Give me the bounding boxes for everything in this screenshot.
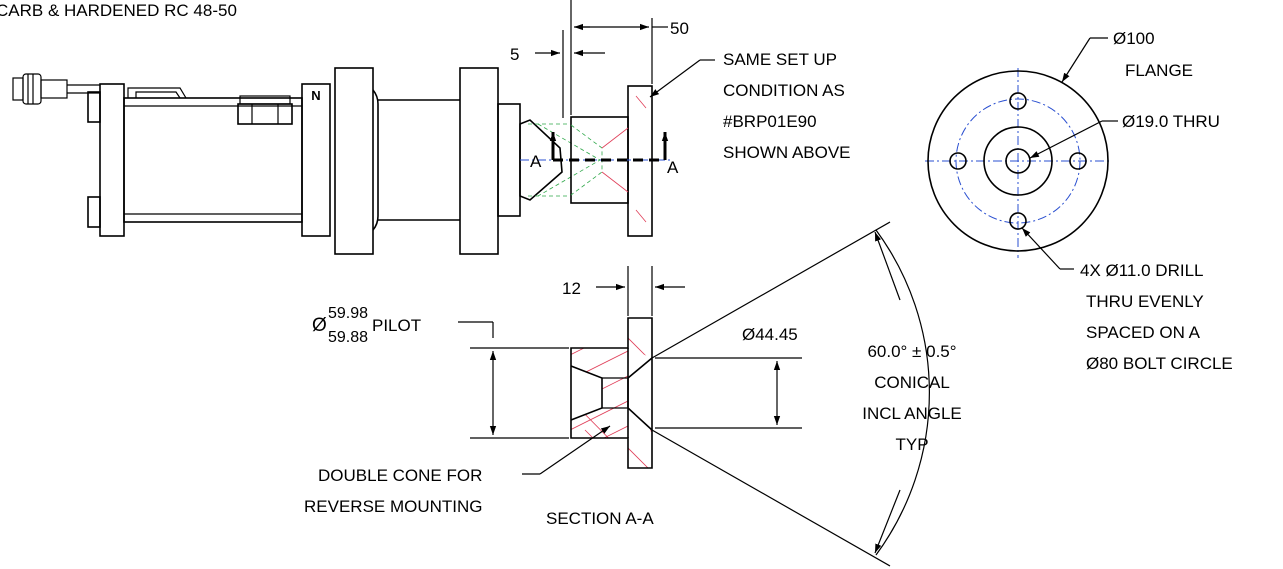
flange-note: Ø100 FLANGE bbox=[1061, 29, 1193, 83]
drill-line-1: 4X Ø11.0 DRILL bbox=[1080, 261, 1203, 280]
angle-line-1: 60.0° ± 0.5° bbox=[867, 342, 956, 361]
section-title: SECTION A-A bbox=[546, 509, 654, 528]
section-view bbox=[570, 317, 653, 469]
flange-line-2: FLANGE bbox=[1125, 61, 1193, 80]
dimension-5: 5 bbox=[510, 30, 605, 118]
cylinder-assembly: N A A bbox=[12, 67, 679, 255]
double-cone-line-2: REVERSE MOUNTING bbox=[304, 497, 483, 516]
part-label: N bbox=[311, 88, 320, 103]
angle-line-3: INCL ANGLE bbox=[862, 404, 962, 423]
dim-44-label: Ø44.45 bbox=[742, 325, 798, 344]
pilot-upper-tol: 59.98 bbox=[328, 305, 368, 322]
pilot-lower-tol: 59.88 bbox=[328, 329, 368, 346]
section-mark-left: A bbox=[530, 152, 542, 171]
setup-line-2: CONDITION AS bbox=[723, 81, 845, 100]
flange-line-1: Ø100 bbox=[1113, 29, 1155, 48]
pilot-diameter-symbol: Ø bbox=[312, 315, 327, 336]
dim-5-label: 5 bbox=[510, 45, 519, 64]
drill-line-4: Ø80 BOLT CIRCLE bbox=[1086, 354, 1233, 373]
dimension-12: 12 bbox=[562, 266, 685, 316]
setup-note: SAME SET UP CONDITION AS #BRP01E90 SHOWN… bbox=[649, 50, 851, 162]
double-cone-line-1: DOUBLE CONE FOR bbox=[318, 466, 482, 485]
drill-line-3: SPACED ON A bbox=[1086, 323, 1201, 342]
setup-line-3: #BRP01E90 bbox=[723, 112, 817, 131]
pilot-label: PILOT bbox=[372, 316, 421, 335]
thru-note: Ø19.0 THRU bbox=[1029, 112, 1220, 159]
pilot-dimension: Ø 59.98 59.88 PILOT bbox=[312, 305, 569, 439]
section-mark-right: A bbox=[667, 158, 679, 177]
dimension-50: 50 bbox=[570, 0, 689, 115]
angle-line-2: CONICAL bbox=[874, 373, 950, 392]
drill-note: 4X Ø11.0 DRILL THRU EVENLY SPACED ON A Ø… bbox=[1021, 227, 1233, 373]
dim-12-label: 12 bbox=[562, 279, 581, 298]
angle-line-4: TYP bbox=[895, 435, 928, 454]
setup-line-4: SHOWN ABOVE bbox=[723, 143, 851, 162]
header-note: CARB & HARDENED RC 48-50 bbox=[0, 1, 237, 20]
thru-label: Ø19.0 THRU bbox=[1122, 112, 1220, 131]
dim-50-label: 50 bbox=[670, 19, 689, 38]
connector-icon bbox=[12, 73, 100, 105]
setup-line-1: SAME SET UP bbox=[723, 50, 837, 69]
cone-angle-dimension: 60.0° ± 0.5° CONICAL INCL ANGLE TYP bbox=[651, 221, 962, 567]
bore-dimension: Ø44.45 bbox=[655, 325, 802, 429]
drill-line-2: THRU EVENLY bbox=[1086, 292, 1204, 311]
double-cone-note: DOUBLE CONE FOR REVERSE MOUNTING bbox=[304, 425, 611, 516]
flange-end-view bbox=[925, 68, 1110, 258]
